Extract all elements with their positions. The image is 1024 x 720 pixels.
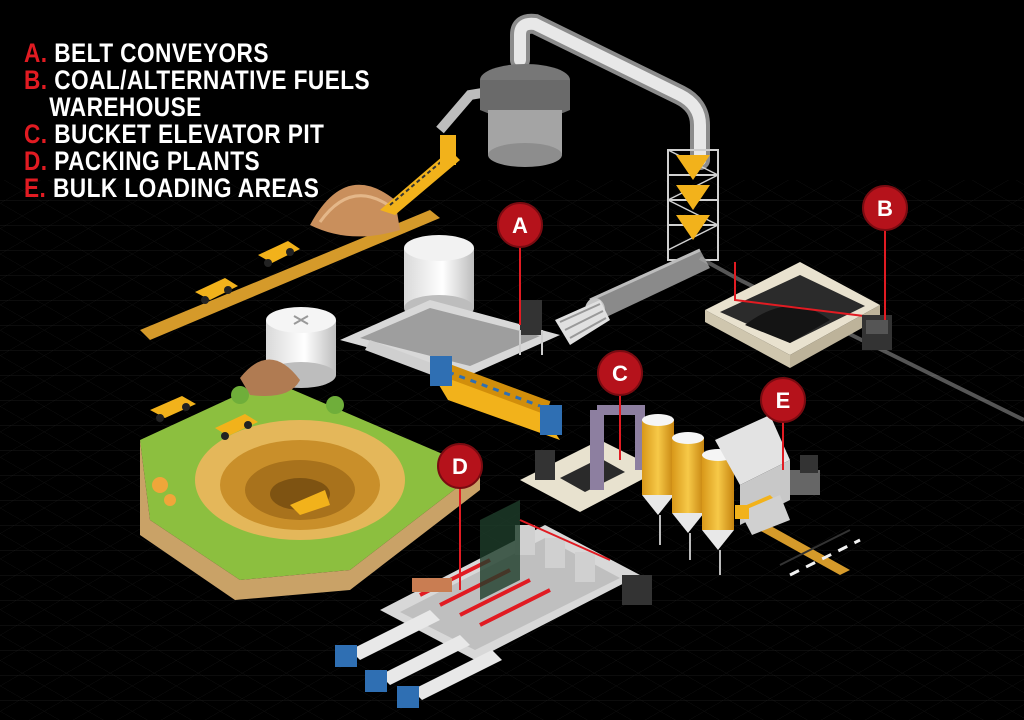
quarry-island: [140, 359, 480, 600]
cyclone-silo: [480, 64, 570, 167]
legend-text: PACKING PLANTS: [54, 146, 261, 176]
dump-trucks-lower: [150, 396, 258, 440]
marker-d-label: D: [452, 454, 468, 479]
legend-text: BUCKET ELEVATOR PIT: [54, 119, 325, 149]
marker-c-label: C: [612, 361, 628, 386]
legend-text: BULK LOADING AREAS: [53, 173, 320, 203]
belt-conveyors: [340, 300, 560, 380]
marker-b[interactable]: B: [862, 185, 908, 320]
marker-d[interactable]: D: [437, 443, 483, 590]
legend-item-packing-plants: D. PACKING PLANTS: [24, 148, 370, 175]
coal-warehouse: [705, 262, 892, 368]
packing-plant: [380, 500, 652, 660]
marker-e[interactable]: E: [760, 377, 806, 470]
marker-e-label: E: [776, 388, 791, 413]
legend-letter: C.: [24, 119, 48, 149]
cement-silos: [642, 414, 734, 575]
legend-item-bulk-loading-areas: E. BULK LOADING AREAS: [24, 175, 370, 202]
legend: A. BELT CONVEYORS B. COAL/ALTERNATIVE FU…: [24, 40, 436, 202]
container-trucks: [335, 610, 502, 708]
marker-c[interactable]: C: [597, 350, 643, 460]
legend-text: COAL/ALTERNATIVE FUELS: [54, 65, 371, 95]
marker-a[interactable]: A: [497, 202, 543, 325]
legend-letter: D.: [24, 146, 48, 176]
marker-a-label: A: [512, 213, 528, 238]
legend-text-continued: WAREHOUSE: [49, 92, 202, 122]
legend-item-bucket-elevator-pit: C. BUCKET ELEVATOR PIT: [24, 121, 370, 148]
legend-letter: B.: [24, 65, 48, 95]
raw-material-yard: [140, 135, 460, 340]
bulk-truck: [735, 495, 790, 535]
preheater-tower: [667, 149, 719, 261]
raw-mill: [430, 356, 562, 440]
marker-b-label: B: [877, 196, 893, 221]
legend-letter: E.: [24, 173, 47, 203]
legend-text: BELT CONVEYORS: [54, 38, 269, 68]
stair-conveyor: [555, 300, 610, 345]
dump-trucks-upper: [195, 241, 300, 304]
legend-item-belt-conveyors: A. BELT CONVEYORS: [24, 40, 370, 67]
bucket-elevator-pit: [520, 405, 660, 512]
legend-item-coal-warehouse: B. COAL/ALTERNATIVE FUELS WAREHOUSE: [24, 67, 370, 121]
road-lines: [779, 529, 861, 577]
legend-letter: A.: [24, 38, 48, 68]
